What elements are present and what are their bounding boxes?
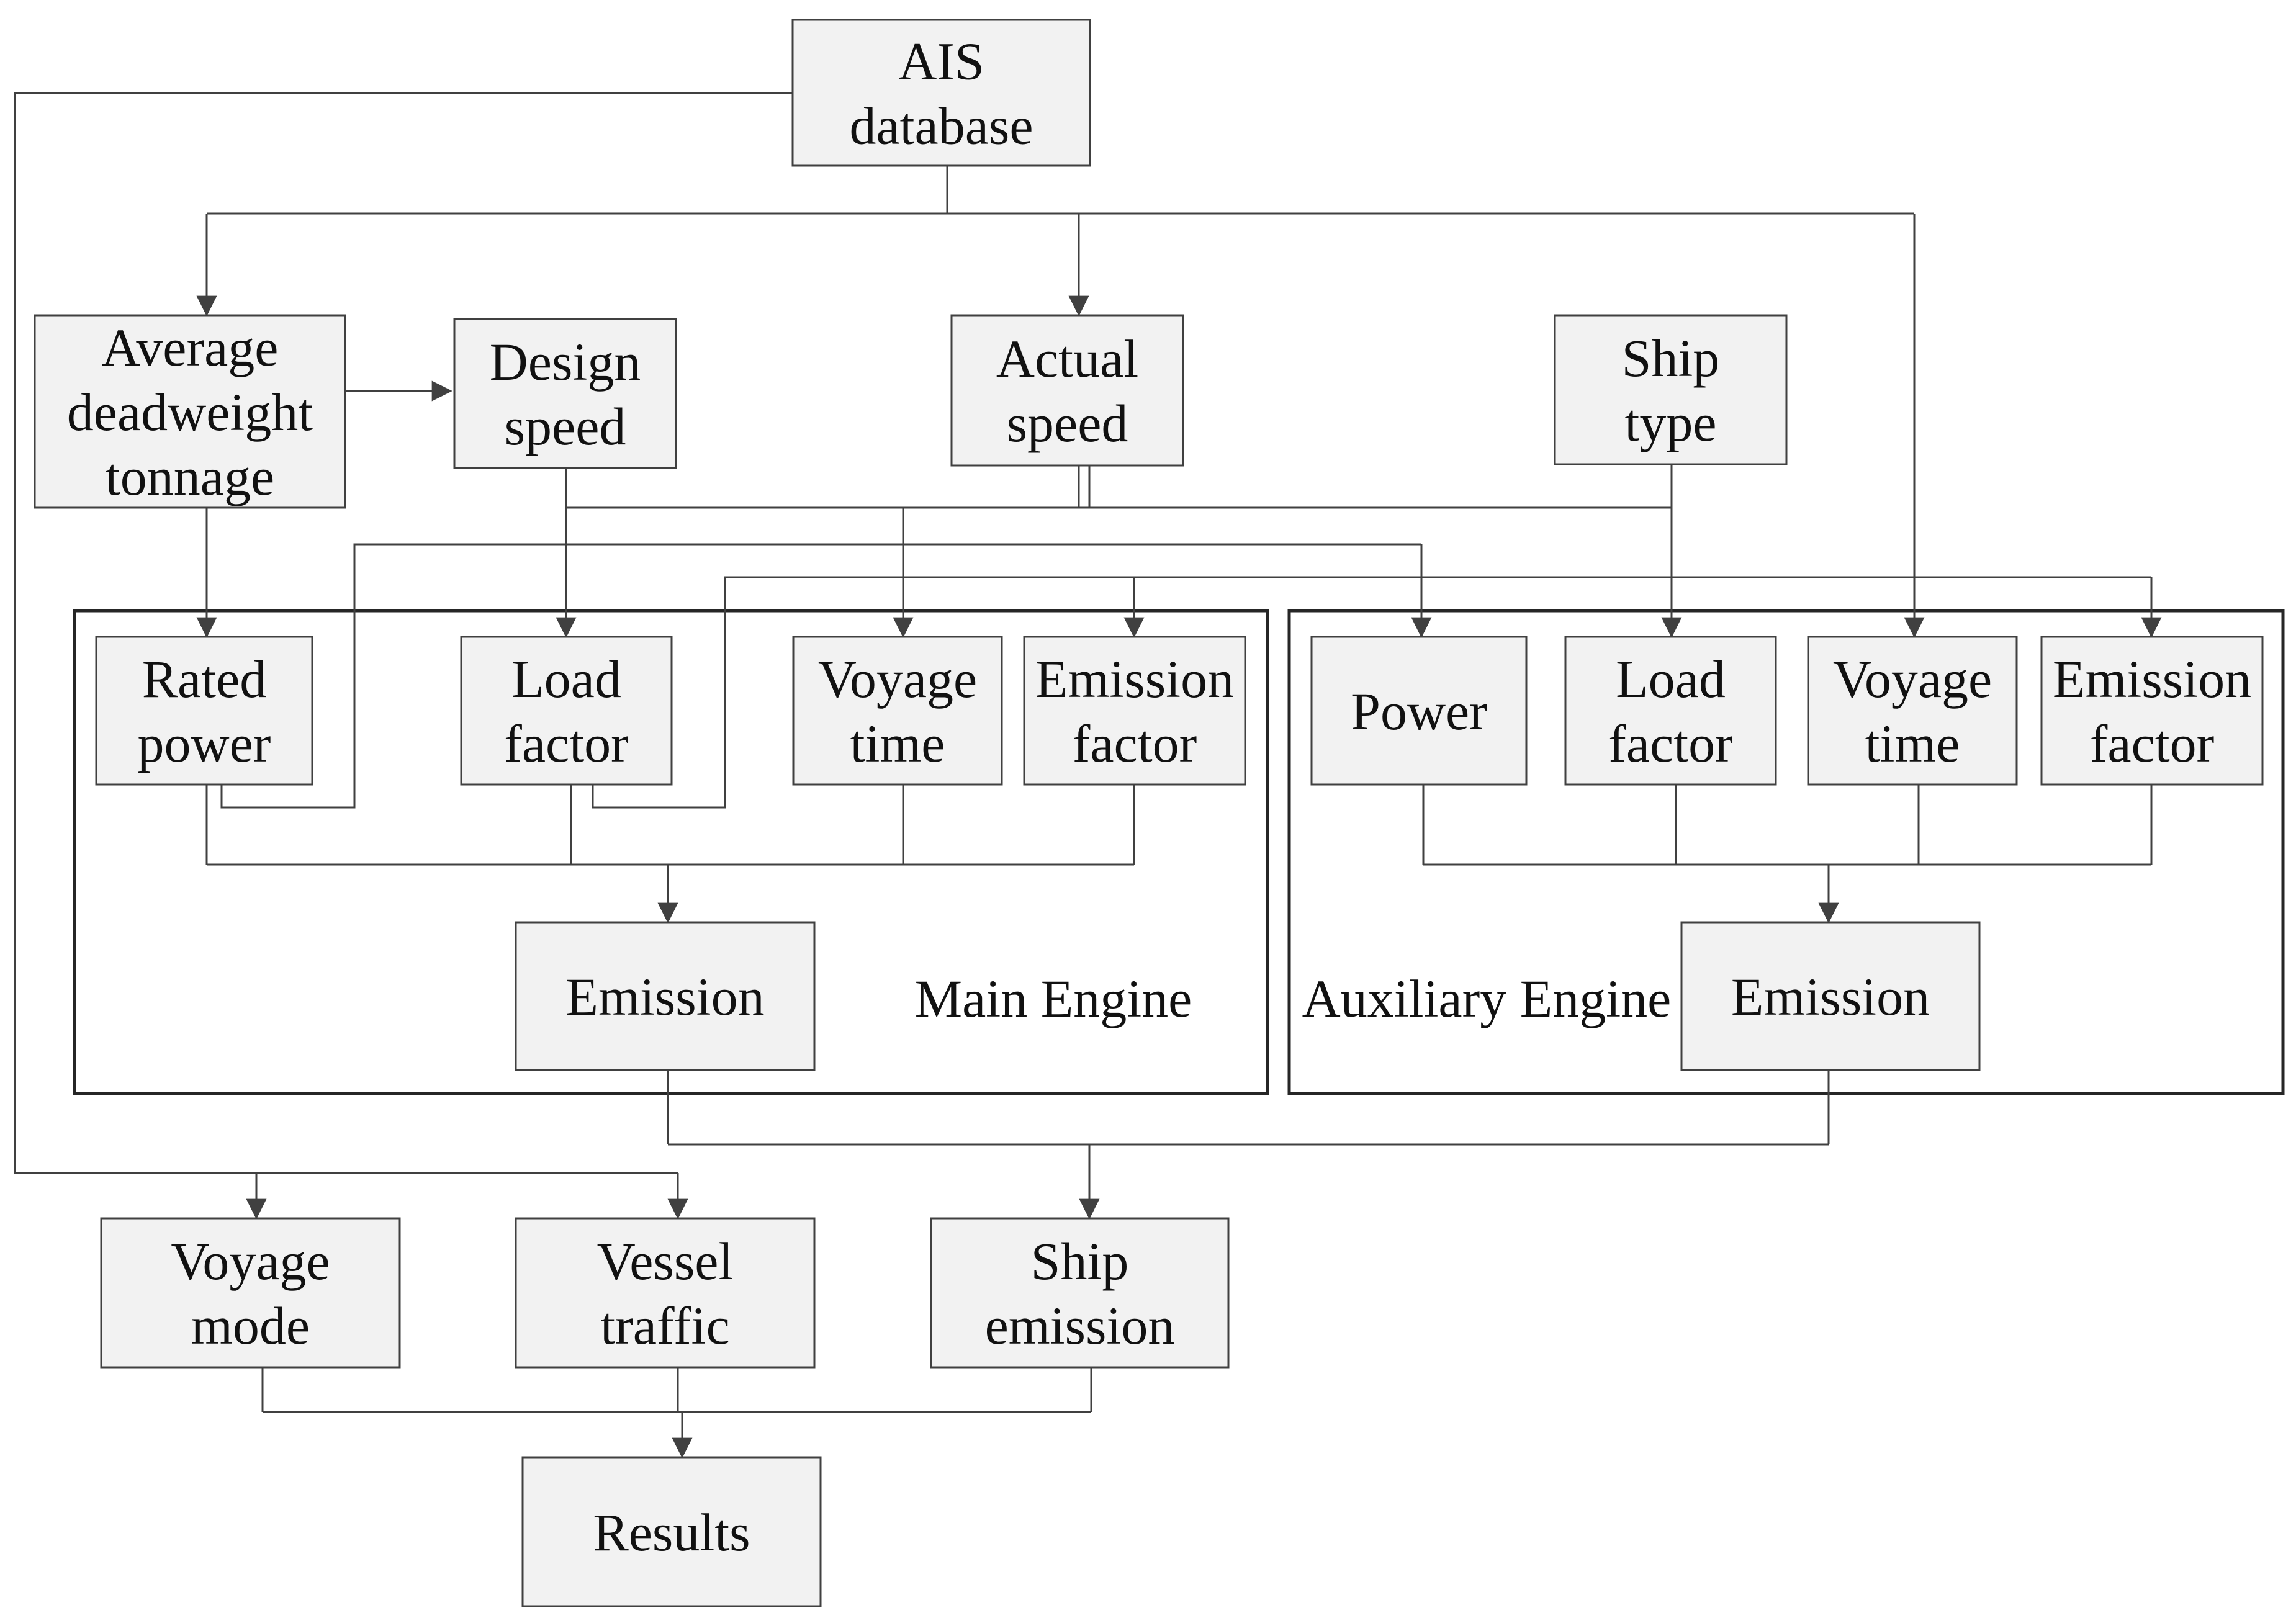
avg-dwt-rect (34, 314, 346, 509)
me-load-factor-label: Load (511, 649, 621, 709)
vessel-traffic-rect (515, 1217, 816, 1369)
ae-emission-label: Emission (1731, 967, 1930, 1027)
ais-database-label: database (849, 96, 1033, 156)
ais-database-rect (791, 19, 1091, 167)
ship-emission-rect (930, 1217, 1230, 1369)
ship-type-rect (1554, 314, 1788, 465)
me-load-factor-label: factor (504, 714, 629, 773)
ae-voyage-time-rect (1807, 636, 2018, 786)
ae-power-rect (1310, 636, 1528, 786)
me-emission-box: Emission (515, 921, 816, 1071)
connectors (14, 92, 2162, 1459)
avg-dwt-label: Average (102, 318, 279, 377)
main-engine-group (73, 609, 1269, 1095)
me-emission-factor-rect (1023, 636, 1246, 786)
voyage-mode-rect (100, 1217, 401, 1369)
auxiliary-engine-group (1287, 609, 2285, 1095)
me-emission-factor-label: factor (1073, 714, 1197, 773)
me-emission-factor-label: Emission (1035, 649, 1234, 709)
me-rated-power-rect (95, 636, 313, 786)
ae-emission-rect (1680, 921, 1981, 1071)
me-voyage-time-rect (792, 636, 1003, 786)
design-speed-label: speed (505, 397, 626, 456)
ae-emission-factor-label: Emission (2053, 649, 2251, 709)
ae-load-factor-rect (1564, 636, 1777, 786)
design-speed-label: Design (490, 332, 641, 392)
design-speed-rect (453, 318, 677, 469)
avg-dwt-label: deadweight (67, 382, 313, 442)
results-box: Results (521, 1456, 822, 1607)
voyage-mode-label: mode (191, 1296, 310, 1355)
me-voyage-time-label: Voyage (818, 649, 977, 709)
ae-power-box: Power (1310, 636, 1528, 786)
ship-type-label: Ship (1622, 328, 1720, 388)
ais-database-label: AIS (898, 32, 984, 91)
actual-speed-rect (950, 314, 1184, 467)
main-engine-label: Main Engine (915, 969, 1192, 1028)
voyage-mode-label: Voyage (171, 1231, 330, 1291)
results-rect (521, 1456, 822, 1607)
me-load-factor-rect (460, 636, 673, 786)
actual-speed-label: Actual (996, 329, 1138, 389)
ae-power-label: Power (1351, 681, 1487, 741)
ae-emission-box: Emission (1680, 921, 1981, 1071)
me-rated-power-label: Rated (142, 649, 267, 709)
me-voyage-time-label: time (850, 714, 945, 773)
vessel-traffic-label: Vessel (597, 1231, 734, 1291)
auxiliary-engine-label: Auxiliary Engine (1302, 969, 1672, 1028)
results-label: Results (593, 1503, 750, 1562)
avg-dwt-label: tonnage (106, 447, 274, 506)
ship-type-label: type (1624, 393, 1716, 452)
me-rated-power-label: power (138, 714, 271, 773)
ship-emission-label: emission (985, 1296, 1175, 1355)
ae-emission-factor-label: factor (2090, 714, 2215, 773)
ae-voyage-time-label: time (1865, 714, 1960, 773)
ae-emission-factor-rect (2040, 636, 2264, 786)
vessel-traffic-label: traffic (600, 1296, 730, 1355)
me-emission-label: Emission (565, 967, 764, 1027)
ship-emission-label: Ship (1031, 1231, 1129, 1291)
ae-load-factor-label: factor (1608, 714, 1733, 773)
me-emission-rect (515, 921, 816, 1071)
ae-load-factor-label: Load (1616, 649, 1726, 709)
ae-voyage-time-label: Voyage (1833, 649, 1992, 709)
actual-speed-label: speed (1007, 393, 1128, 453)
